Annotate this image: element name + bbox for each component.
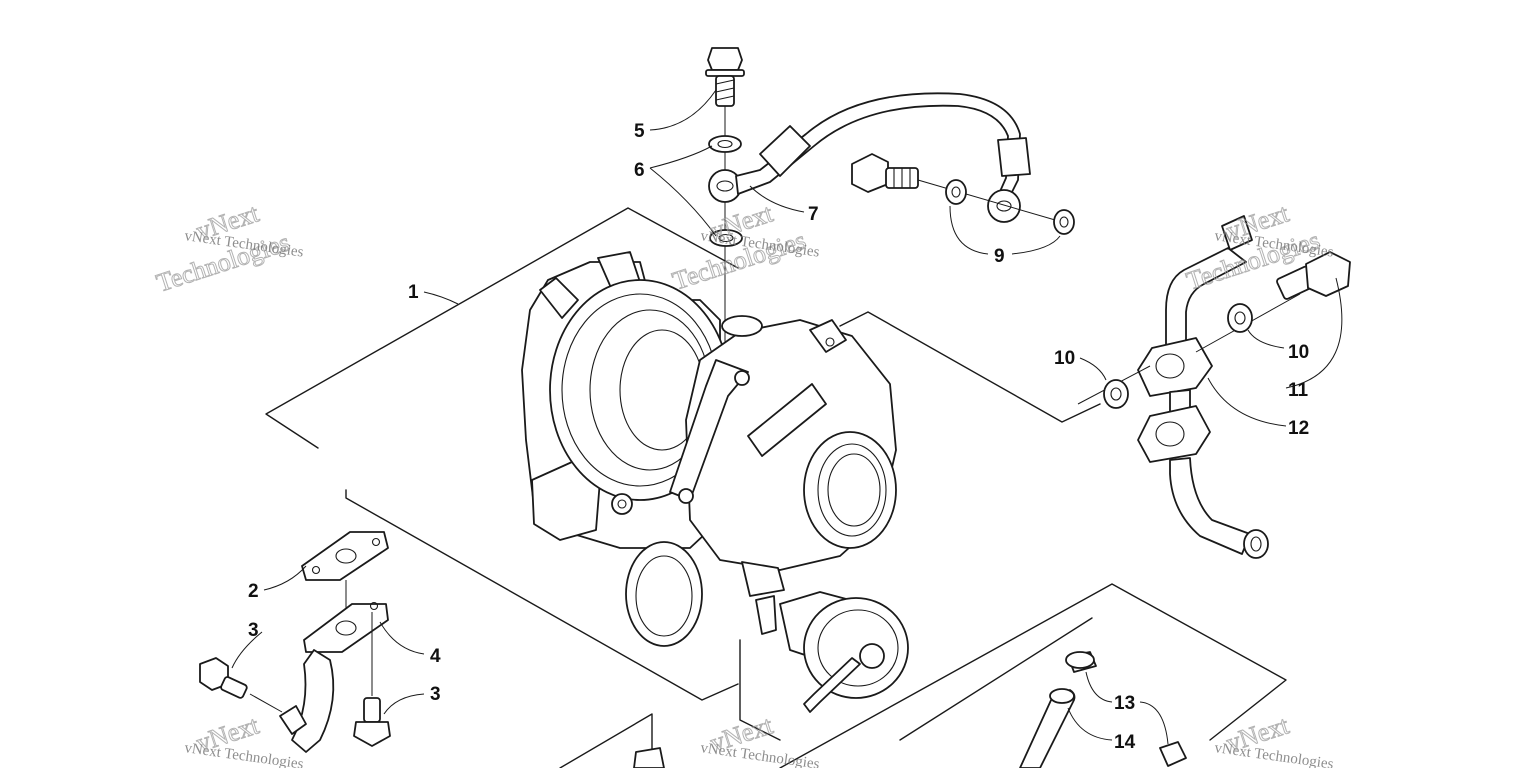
callout-6: 6 (634, 160, 645, 181)
oil-feed-line-7 (735, 92, 1031, 223)
sealing-washer-9-right (1053, 209, 1075, 235)
bolt-3-left (199, 657, 248, 699)
coolant-pipe-12 (1137, 215, 1269, 559)
hose-14 (1019, 688, 1076, 768)
banjo-fitting (708, 169, 742, 203)
frame-lower-right (779, 583, 1287, 768)
callout-10-right: 10 (1288, 342, 1309, 363)
frame-turbo-assembly (265, 207, 739, 449)
callout-9: 9 (994, 246, 1005, 267)
banjo-bolt-11 (1276, 251, 1351, 300)
callout-3-lower: 3 (430, 684, 441, 705)
watermark-upper-center: vNext Technologies vNext Technologies (668, 198, 820, 296)
callout-14: 14 (1114, 732, 1136, 753)
svg-text:vNext Technologies: vNext Technologies (183, 740, 304, 768)
watermark-upper-left: vNext Technologies vNext Technologies (152, 198, 304, 298)
callout-5: 5 (634, 121, 645, 142)
watermark-lower-right: vNext vNext Technologies (1213, 710, 1334, 768)
sealing-washer-10-left (1103, 379, 1129, 409)
callout-11: 11 (1288, 380, 1309, 401)
svg-text:vNext Technologies: vNext Technologies (1213, 740, 1334, 768)
frame-bottom-center (739, 639, 781, 741)
frame-lower-left (345, 489, 739, 701)
callout-13: 13 (1114, 693, 1135, 714)
sealing-washer-6-lower (709, 229, 743, 247)
frame-right-coolant (839, 311, 1101, 423)
sealing-washer-6-upper (708, 135, 742, 153)
hose-clamp-bottom-left (633, 747, 665, 768)
banjo-bolt-9 (851, 153, 919, 193)
leader-lines (231, 89, 1343, 745)
hose-clamp-13-upper (1065, 651, 1097, 673)
callout-12: 12 (1288, 418, 1309, 439)
callout-1: 1 (408, 282, 419, 303)
callout-2: 2 (248, 581, 259, 602)
bolt-3-lower (353, 697, 391, 747)
gasket-2 (301, 531, 389, 581)
oil-drain-pipe-4 (279, 601, 389, 753)
watermark-lower-center: vNext vNext Technologies (699, 710, 820, 768)
callout-10-left: 10 (1054, 348, 1075, 369)
callout-3-upper: 3 (248, 620, 259, 641)
frame-hose-line (899, 617, 1093, 741)
oil-feed-bolt-5 (705, 47, 745, 107)
hose-clamp-13-lower (1159, 741, 1187, 767)
callout-4: 4 (430, 646, 441, 667)
sealing-washer-10-right (1227, 303, 1253, 333)
callout-7: 7 (808, 204, 819, 225)
turbocharger-1 (521, 251, 909, 713)
svg-text:vNext Technologies: vNext Technologies (699, 740, 820, 768)
sealing-washer-9-left (945, 179, 967, 205)
